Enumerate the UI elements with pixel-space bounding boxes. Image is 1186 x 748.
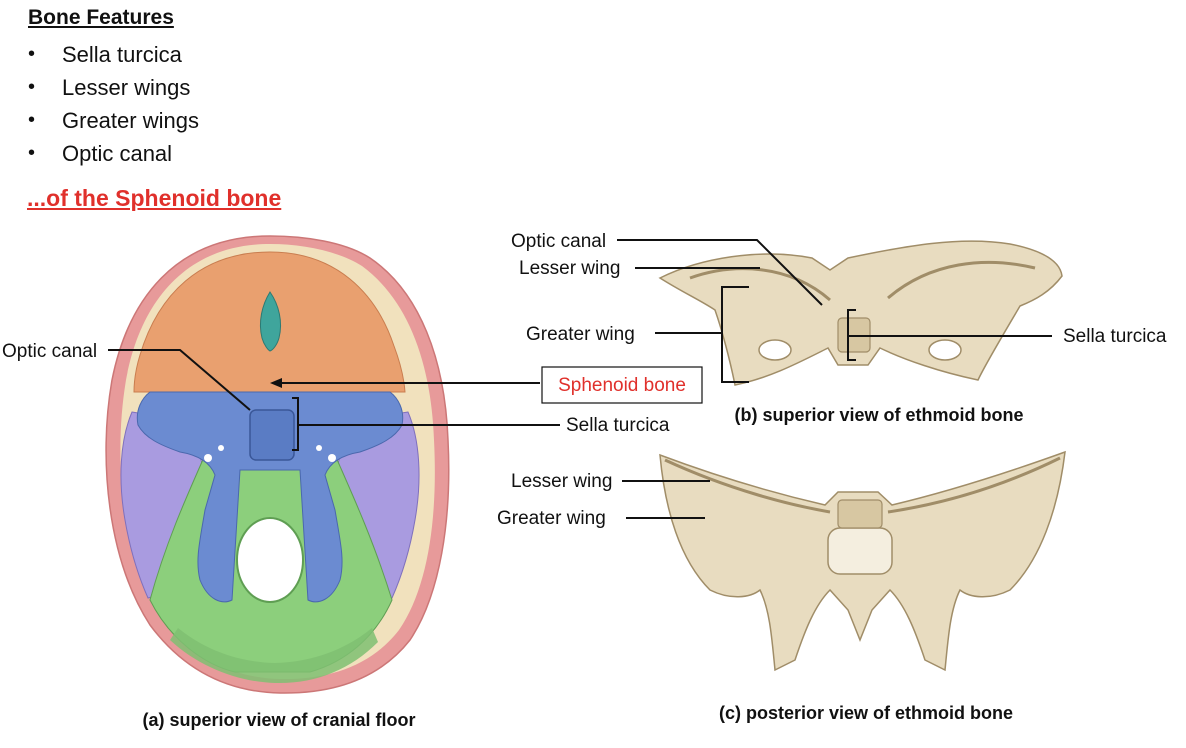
caption-c: (c) posterior view of ethmoid bone bbox=[719, 703, 1013, 723]
feature-item: Optic canal bbox=[28, 137, 199, 170]
feature-item: Sella turcica bbox=[28, 38, 199, 71]
subheading: ...of the Sphenoid bone bbox=[27, 185, 282, 211]
sphenoid-bone-shape bbox=[136, 391, 404, 603]
sphenoid-bone-label: Sphenoid bone bbox=[558, 375, 686, 396]
sella-turcica-label-b: Sella turcica bbox=[1063, 326, 1167, 347]
heading: Bone Features bbox=[28, 6, 174, 29]
lesser-wing-label-c: Lesser wing bbox=[511, 471, 612, 492]
feature-item: Greater wings bbox=[28, 104, 199, 137]
leader-lines-a bbox=[108, 349, 560, 451]
sphenoid-posterior-illustration bbox=[659, 450, 1066, 672]
ethmoid-crista-shape bbox=[259, 291, 282, 352]
caption-a: (a) superior view of cranial floor bbox=[142, 710, 415, 730]
feature-list: Sella turcica Lesser wings Greater wings… bbox=[28, 38, 199, 170]
sella-turcica-label-a: Sella turcica bbox=[566, 415, 670, 436]
optic-canal-label-a: Optic canal bbox=[2, 341, 97, 362]
greater-wing-label-b: Greater wing bbox=[526, 324, 635, 345]
greater-wing-label-c: Greater wing bbox=[497, 508, 606, 529]
sphenoid-superior-illustration bbox=[658, 240, 1063, 386]
cranial-floor-illustration bbox=[105, 235, 450, 694]
sella-turcica-shape bbox=[249, 409, 295, 461]
arrowhead bbox=[270, 378, 282, 388]
leader-lines-c bbox=[622, 480, 710, 519]
lesser-wing-label-b: Lesser wing bbox=[519, 258, 620, 279]
sphenoid-label-box bbox=[541, 366, 703, 404]
caption-b: (b) superior view of ethmoid bone bbox=[734, 405, 1023, 425]
feature-item: Lesser wings bbox=[28, 71, 199, 104]
leader-lines-b bbox=[617, 239, 1052, 383]
optic-canal-label-b: Optic canal bbox=[511, 231, 606, 252]
foramen-magnum-shape bbox=[236, 517, 304, 603]
